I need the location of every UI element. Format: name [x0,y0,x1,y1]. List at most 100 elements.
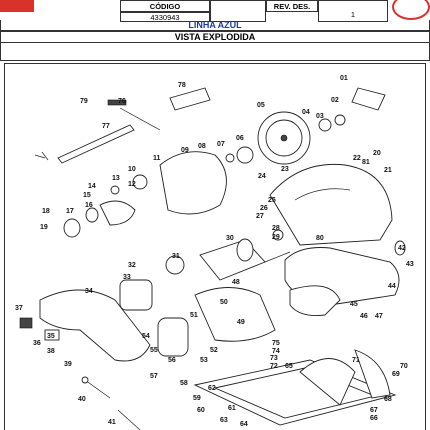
part-label: 07 [217,141,225,148]
part-label: 39 [64,361,72,368]
part-label: 50 [220,299,228,306]
part-label: 31 [172,253,180,260]
part-label: 45 [350,301,358,308]
part-label: 57 [150,373,158,380]
part-label: 19 [40,224,48,231]
part-label: 53 [200,357,208,364]
part-label: 01 [340,75,348,82]
part-label: 48 [232,279,240,286]
part-label: 72 [270,363,278,370]
part-label: 18 [42,208,50,215]
part-label: 77 [102,123,110,130]
rip-fence [57,87,211,164]
part-label: 51 [190,312,198,319]
part-label: 37 [15,305,23,312]
rev-value: 1 [318,0,388,22]
armature [199,229,291,281]
part-label: 81 [362,159,370,166]
part-label: 35 [47,333,55,340]
part-label: 67 [370,407,378,414]
rev-label: REV. DES. [266,0,318,12]
header-table: CÓDIGO 4330943 REV. DES. 1 [0,0,430,28]
drawing-frame [4,63,426,430]
part-label: 30 [226,235,234,242]
brush-plate [157,285,341,357]
part-label: 74 [272,348,280,355]
part-label: 54 [142,333,150,340]
part-label: 64 [240,421,248,428]
part-label: 23 [281,166,289,173]
part-label: 38 [47,348,55,355]
codigo-value: 4330943 [120,12,210,22]
part-label: 46 [360,313,368,320]
part-label: 20 [373,150,381,157]
part-label: 09 [181,147,189,154]
part-label: 42 [398,245,406,252]
part-labels: 01 02 03 04 05 06 07 08 09 10 11 12 13 1… [15,75,414,428]
part-label: 47 [375,313,383,320]
part-label: 61 [228,405,236,412]
header-blank-cell [210,0,266,22]
part-label: 21 [384,167,392,174]
part-label: 56 [168,357,176,364]
part-label: 28 [272,225,280,232]
part-label: 59 [193,395,201,402]
part-label: 17 [66,208,74,215]
part-label: 70 [400,363,408,370]
part-label: 73 [270,355,278,362]
seal-logo [392,0,430,20]
part-label: 79 [80,98,88,105]
part-label: 68 [384,396,392,403]
part-label: 62 [208,385,216,392]
part-label: 78 [178,82,186,89]
part-label: 66 [370,415,378,422]
part-label: 22 [353,155,361,162]
part-label: 29 [272,234,280,241]
part-label: 14 [88,183,96,190]
part-label: 49 [237,319,245,326]
brand-logo [0,0,34,12]
part-label: 55 [150,347,158,354]
part-label: 36 [33,340,41,347]
part-label: 13 [112,175,120,182]
part-label: 75 [272,340,280,347]
part-label: 34 [85,288,93,295]
part-label: 06 [236,135,244,142]
part-label: 24 [258,173,266,180]
fan-cover [132,146,254,215]
handle [19,289,151,362]
saw-blade [257,87,386,165]
part-label: 16 [85,202,93,209]
part-label: 27 [256,213,264,220]
part-label: 11 [153,155,161,162]
part-label: 80 [316,235,324,242]
part-label: 52 [210,347,218,354]
part-label: 60 [197,407,205,414]
part-label: 63 [220,417,228,424]
part-label: 10 [128,166,136,173]
part-label: 32 [128,262,136,269]
part-label: 04 [302,109,310,116]
stator [119,255,185,311]
part-label: 03 [316,113,324,120]
part-label: 58 [180,380,188,387]
upper-blade-guard [269,163,393,246]
part-label: 41 [108,419,116,426]
part-label: 12 [128,181,136,188]
part-label: 25 [268,197,276,204]
part-label: 44 [388,283,396,290]
bearing-stack [63,185,136,238]
part-label: 40 [78,396,86,403]
base-plate [193,349,397,426]
small-parts [34,151,141,430]
part-label: 43 [406,261,414,268]
part-label: 26 [260,205,268,212]
part-label: 08 [198,143,206,150]
part-label: 15 [83,192,91,199]
codigo-label: CÓDIGO [120,0,210,12]
part-label: 65 [285,363,293,370]
part-label: 33 [123,274,131,281]
part-label: 71 [352,357,360,364]
